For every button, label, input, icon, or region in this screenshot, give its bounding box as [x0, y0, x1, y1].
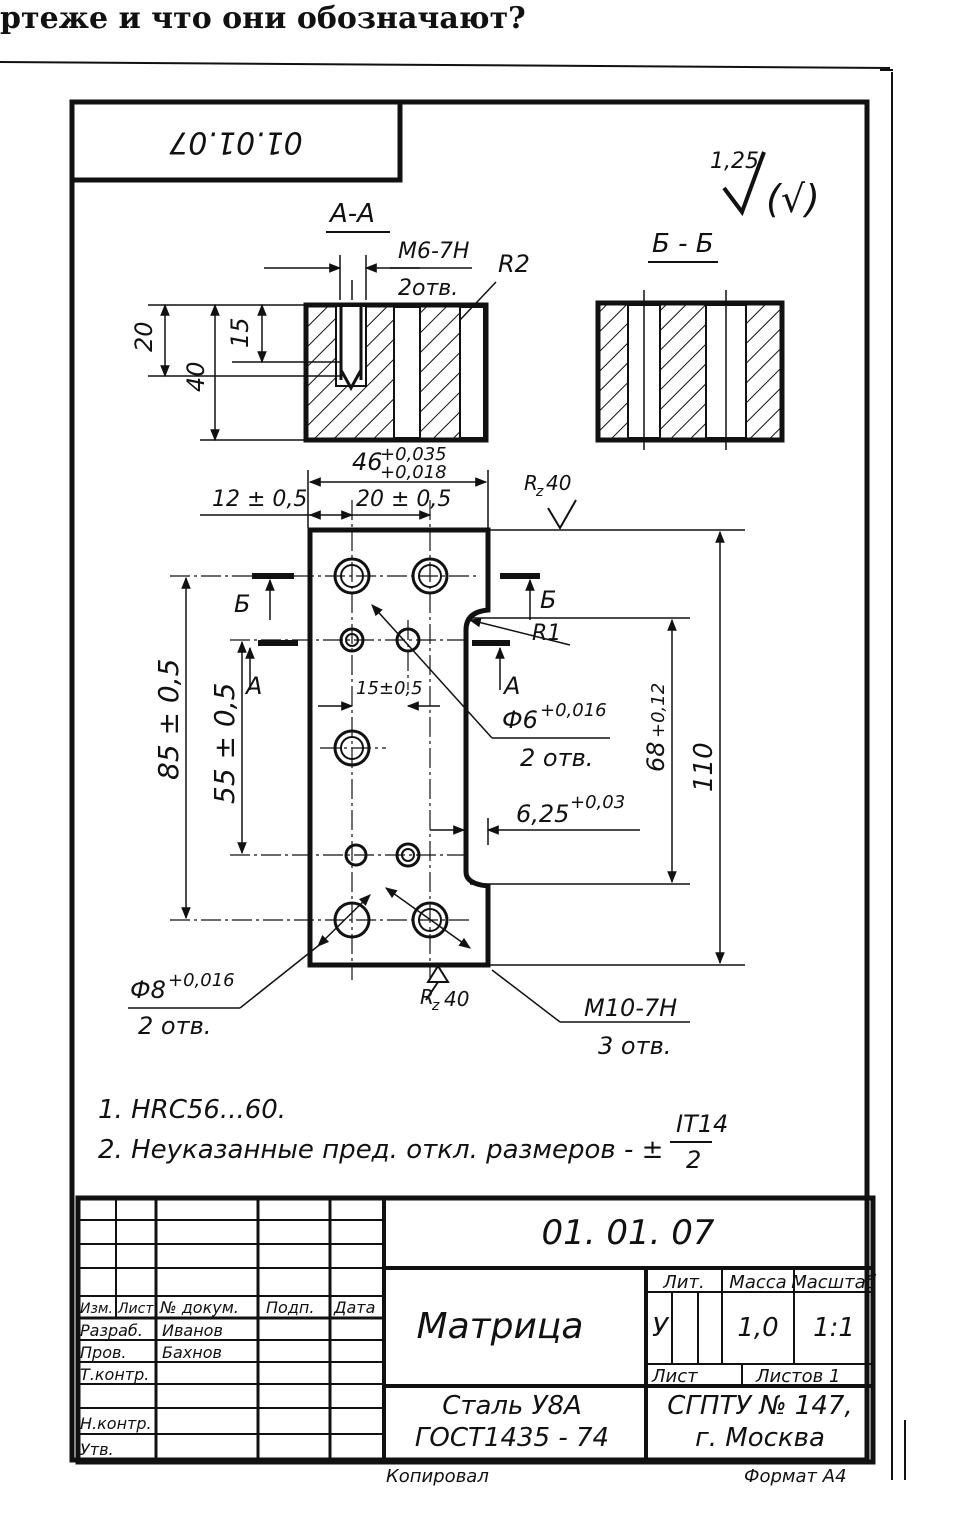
svg-text:Б: Б [540, 586, 556, 614]
svg-text:1:1: 1:1 [813, 1313, 855, 1343]
part-name: Матрица [417, 1306, 584, 1347]
svg-text:6,25: 6,25 [516, 800, 569, 828]
svg-text:1,0: 1,0 [737, 1313, 778, 1343]
svg-text:R: R [524, 471, 538, 495]
svg-text:Лист: Лист [117, 1301, 154, 1317]
svg-text:+0,016: +0,016 [168, 970, 235, 991]
svg-text:40: 40 [546, 471, 571, 495]
svg-text:Листов 1: Листов 1 [755, 1366, 840, 1387]
svg-text:Ф8: Ф8 [130, 976, 166, 1004]
svg-text:55 ± 0,5: 55 ± 0,5 [208, 683, 241, 804]
svg-text:Дата: Дата [333, 1298, 375, 1317]
stamp-box: 01.01.07 [69, 99, 403, 183]
svg-text:Н.контр.: Н.контр. [80, 1414, 152, 1433]
svg-text:2 отв.: 2 отв. [138, 1012, 211, 1040]
svg-text:А: А [502, 672, 520, 700]
section-a-a: А-А М6-7Н 2отв. R2 20 40 15 [130, 199, 530, 443]
svg-text:Утв.: Утв. [80, 1440, 114, 1459]
svg-text:20 ± 0,5: 20 ± 0,5 [356, 487, 451, 512]
svg-text:Изм.: Изм. [80, 1301, 113, 1317]
question-header: ртеже и что они обозначают? [0, 1, 526, 36]
svg-text:Копировал: Копировал [386, 1466, 489, 1487]
svg-text:Масштаб: Масштаб [791, 1272, 877, 1293]
svg-text:Иванов: Иванов [162, 1321, 223, 1340]
svg-text:М6-7Н: М6-7Н [398, 239, 469, 264]
svg-text:А: А [244, 672, 262, 700]
svg-text:(√): (√) [766, 177, 820, 221]
section-aa-label: А-А [328, 199, 375, 229]
svg-text:z: z [431, 998, 440, 1014]
svg-text:15±0,5: 15±0,5 [356, 678, 423, 699]
svg-text:12 ± 0,5: 12 ± 0,5 [212, 487, 307, 512]
stamp-number: 01.01.07 [169, 125, 303, 160]
svg-text:Т.контр.: Т.контр. [80, 1365, 149, 1384]
svg-text:Пров.: Пров. [80, 1343, 127, 1362]
svg-text:2: 2 [686, 1146, 701, 1174]
svg-text:R1: R1 [532, 621, 561, 646]
svg-text:R: R [420, 985, 434, 1009]
svg-text:85 ± 0,5: 85 ± 0,5 [152, 659, 185, 780]
svg-text:z: z [535, 484, 544, 500]
svg-text:40: 40 [182, 361, 210, 392]
svg-text:1,25: 1,25 [710, 149, 759, 174]
technical-notes: 1. НRС56...60. 2. Неуказанные пред. откл… [98, 1095, 728, 1174]
svg-text:Б: Б [234, 590, 250, 618]
svg-text:№ докум.: № докум. [159, 1298, 239, 1317]
svg-text:У: У [652, 1313, 670, 1343]
org-line1: СГПТУ № 147, [667, 1391, 852, 1421]
svg-text:110: 110 [689, 742, 719, 792]
section-bb-label: Б - Б [652, 229, 714, 259]
note-1: 1. НRС56...60. [98, 1095, 286, 1125]
svg-text:Бахнов: Бахнов [162, 1343, 222, 1362]
svg-text:Разраб.: Разраб. [80, 1321, 143, 1340]
svg-text:Лист: Лист [651, 1366, 698, 1387]
roughness-symbol-general: 1,25 (√) [710, 149, 820, 221]
svg-text:2 отв.: 2 отв. [520, 744, 593, 772]
svg-text:+0,016: +0,016 [540, 700, 607, 721]
material-line2: ГОСТ1435 - 74 [415, 1423, 609, 1453]
svg-text:Формат А4: Формат А4 [744, 1466, 847, 1487]
svg-text:Масса: Масса [729, 1272, 786, 1293]
svg-text:3 отв.: 3 отв. [598, 1032, 671, 1060]
plan-view: 46 +0,035 +0,018 12 ± 0,5 20 ± 0,5 R z 4… [128, 444, 745, 1060]
svg-text:+0,12: +0,12 [648, 683, 669, 738]
svg-text:Подп.: Подп. [266, 1298, 314, 1317]
org-line2: г. Москва [695, 1423, 825, 1453]
material-line1: Сталь У8А [442, 1391, 582, 1421]
note-2: 2. Неуказанные пред. откл. размеров - ± [98, 1135, 663, 1165]
svg-text:46: 46 [352, 448, 383, 476]
svg-text:+0,035: +0,035 [380, 444, 447, 465]
svg-text:2отв.: 2отв. [398, 276, 458, 301]
svg-text:Лит.: Лит. [662, 1272, 704, 1293]
svg-text:68: 68 [642, 741, 670, 772]
svg-text:R2: R2 [498, 250, 530, 278]
svg-text:+0,03: +0,03 [570, 792, 625, 813]
svg-text:+0,018: +0,018 [380, 462, 447, 483]
svg-text:15: 15 [226, 317, 254, 348]
title-block: 01. 01. 07 Матрица Сталь У8А ГОСТ1435 - … [75, 1195, 877, 1487]
svg-text:М10-7Н: М10-7Н [584, 994, 677, 1022]
svg-text:40: 40 [444, 987, 469, 1011]
section-b-b: Б - Б [595, 229, 785, 450]
doc-number: 01. 01. 07 [541, 1213, 714, 1253]
svg-text:20: 20 [130, 321, 158, 352]
svg-text:IT14: IT14 [676, 1110, 728, 1138]
svg-text:Ф6: Ф6 [502, 706, 538, 734]
